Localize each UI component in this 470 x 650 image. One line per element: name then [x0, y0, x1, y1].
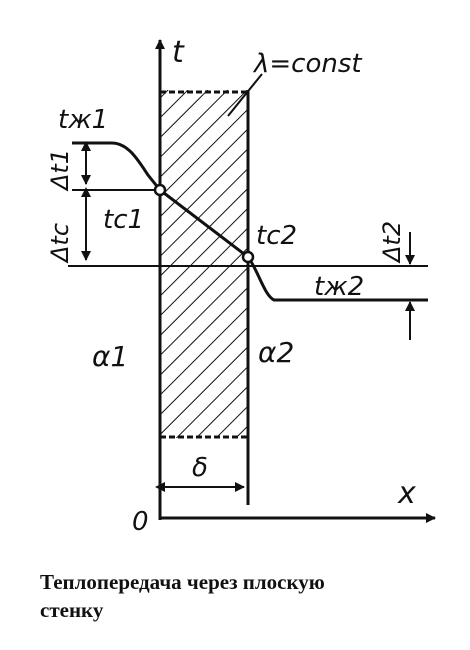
wall2-point — [241, 250, 255, 264]
t-wall2-label: tс2 — [256, 221, 297, 251]
delta-tc-label: Δtc — [46, 223, 74, 264]
heat-transfer-diagram: t x 0 λ=const tж1 tс1 tс2 tж2 Δt1 Δtc Δt… — [46, 35, 436, 537]
figure-caption: Теплопередача через плоскую стенку — [40, 568, 440, 624]
thickness-label: δ — [192, 453, 208, 483]
t-wall1-label: tс1 — [103, 205, 144, 235]
alpha1-label: α1 — [92, 340, 128, 373]
alpha2-label: α2 — [258, 336, 294, 369]
lambda-label: λ=const — [252, 49, 362, 79]
delta-t1-label: Δt1 — [46, 149, 74, 192]
t-fluid1-label: tж1 — [58, 105, 108, 135]
caption-line-2: стенку — [40, 598, 104, 622]
axis-t-label: t — [172, 35, 185, 70]
lambda-leader — [227, 73, 263, 117]
delta-t2-label: Δt2 — [378, 221, 406, 264]
caption-line-1: Теплопередача через плоскую — [40, 570, 325, 594]
origin-label: 0 — [132, 507, 149, 537]
t-fluid2-label: tж2 — [314, 272, 364, 302]
wall1-point — [153, 183, 167, 197]
wall — [160, 90, 248, 438]
axis-x-label: x — [397, 476, 416, 511]
